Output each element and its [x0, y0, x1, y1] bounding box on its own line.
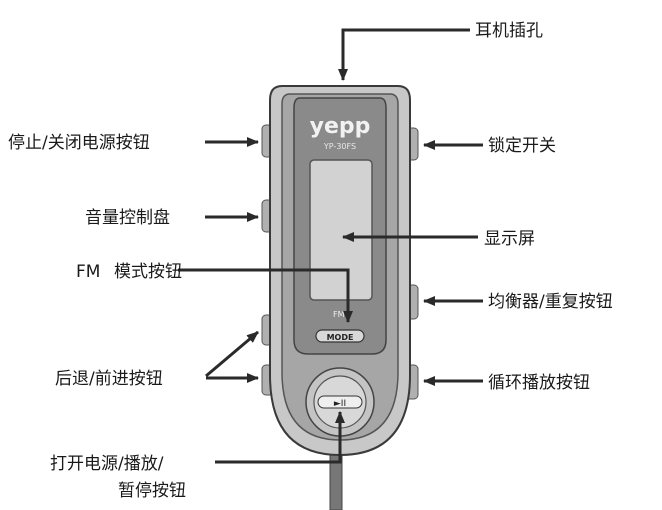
arrow-fm-mode: [178, 268, 353, 323]
label-display: 显示屏: [484, 229, 535, 249]
mode-button-label: MODE: [327, 333, 354, 342]
label-fm-prefix: FM: [76, 262, 100, 282]
fm-mark: FM: [333, 310, 345, 319]
label-loop-play: 循环播放按钮: [488, 373, 590, 393]
label-earphone-jack: 耳机插孔: [475, 21, 543, 41]
label-power-play-line1: 打开电源/播放/: [50, 454, 164, 474]
label-stop-power: 停止/关闭电源按钮: [8, 133, 150, 153]
label-lock: 锁定开关: [488, 136, 556, 156]
label-power-play-line2: 暂停按钮: [118, 481, 186, 501]
mode-button[interactable]: [315, 329, 365, 343]
label-fm-mode: 模式按钮: [114, 262, 182, 282]
brand-logo: yepp: [310, 114, 371, 139]
play-pause-symbol: ►II: [334, 399, 346, 409]
label-rewind-forward: 后退/前进按钮: [55, 369, 163, 389]
model-number: YP-30FS: [323, 142, 356, 151]
label-eq-repeat: 均衡器/重复按钮: [488, 292, 613, 312]
arrow-power-play: [215, 411, 345, 464]
arrow-rewind: [205, 330, 259, 378]
display-screen: [309, 159, 373, 301]
play-pause-key: [317, 395, 363, 409]
arrow-earphone-jack: [338, 28, 470, 81]
label-volume: 音量控制盘: [85, 208, 170, 228]
